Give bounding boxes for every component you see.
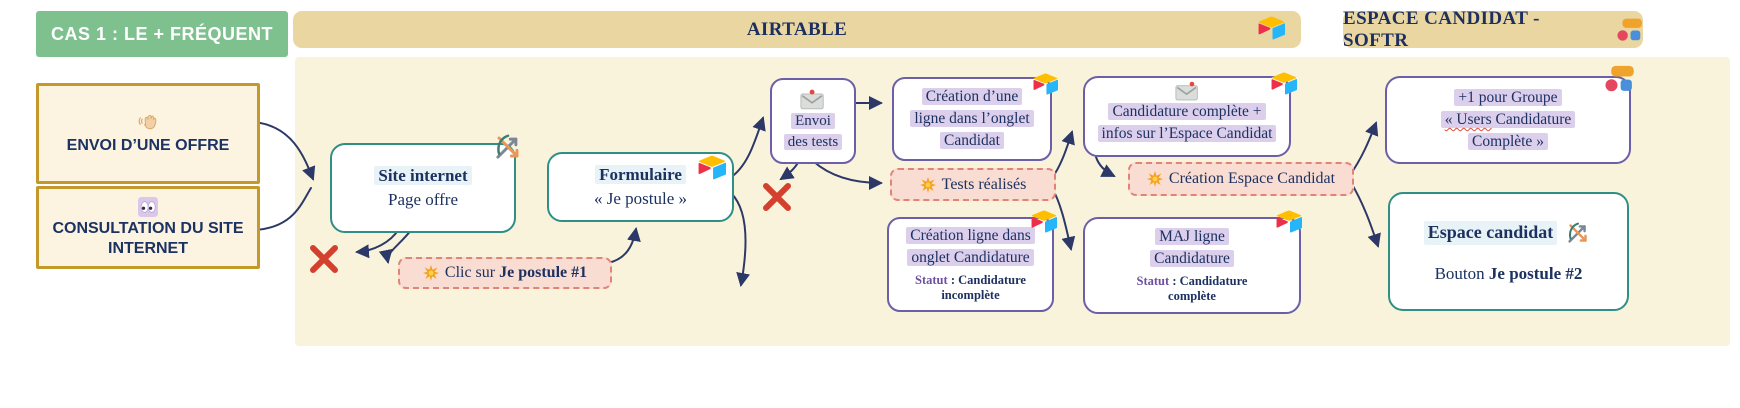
softr-logo bbox=[1605, 64, 1635, 99]
node-label-line: Candidature bbox=[1150, 250, 1234, 268]
burst-icon bbox=[1146, 171, 1163, 187]
node-label-line: des tests bbox=[783, 134, 843, 150]
node-espace-candidat[interactable]: Espace candidat Bouton Je postule #2 bbox=[1388, 192, 1629, 311]
mail-icon bbox=[1174, 81, 1200, 101]
node-candidature-complete[interactable]: Candidature complète + infos sur l’Espac… bbox=[1083, 72, 1298, 157]
mail-icon bbox=[800, 89, 826, 110]
airtable-lane-header[interactable]: AIRTABLE bbox=[293, 11, 1301, 48]
node-label-line: Candidat bbox=[940, 132, 1004, 150]
node-creation-ligne-candidat[interactable]: Création d’une ligne dans l’onglet Candi… bbox=[892, 73, 1059, 161]
node-label-line: ligne dans l’onglet bbox=[910, 109, 1034, 127]
waving-hand-icon bbox=[137, 111, 160, 134]
node-label-line: « Users Candidature bbox=[1440, 110, 1576, 128]
node-title: Espace candidat bbox=[1423, 221, 1558, 245]
source-label: CONSULTATION DU SITE INTERNET bbox=[52, 219, 244, 257]
node-label-line: onglet Candidature bbox=[907, 249, 1034, 267]
source-consultation-site[interactable]: CONSULTATION DU SITE INTERNET bbox=[36, 186, 260, 269]
node-label-line: infos sur l’Espace Candidat bbox=[1097, 125, 1277, 143]
case-badge-label: CAS 1 : LE + FRÉQUENT bbox=[50, 23, 274, 44]
node-plus-un-groupe[interactable]: +1 pour Groupe « Users Candidature Compl… bbox=[1385, 65, 1634, 164]
node-creation-ligne-candidature[interactable]: Création ligne dans onglet Candidature S… bbox=[887, 210, 1058, 312]
statut-line: Statut : Candidature incomplète bbox=[915, 272, 1026, 303]
node-maj-ligne-candidature[interactable]: MAJ ligne Candidature Statut : Candidatu… bbox=[1083, 210, 1303, 314]
action-label: Création Espace Candidat bbox=[1168, 170, 1336, 187]
node-label-line: Complète » bbox=[1468, 133, 1548, 151]
action-creation-espace-candidat[interactable]: Création Espace Candidat bbox=[1128, 162, 1354, 196]
burst-icon bbox=[919, 176, 936, 193]
node-title: Formulaire bbox=[595, 164, 686, 184]
node-label-line: Création ligne dans bbox=[906, 227, 1035, 245]
airtable-logo bbox=[1276, 210, 1303, 238]
node-title: Site internet bbox=[374, 165, 472, 185]
statut-line: Statut : Candidature complète bbox=[1136, 273, 1248, 304]
airtable-logo bbox=[1258, 16, 1286, 46]
node-label-line: Création d’une bbox=[921, 87, 1023, 105]
softr-lane-title: ESPACE CANDIDAT - SOFTR bbox=[1343, 7, 1540, 51]
action-tests-realises[interactable]: Tests réalisés bbox=[890, 168, 1056, 201]
node-formulaire[interactable]: Formulaire « Je postule » bbox=[547, 152, 734, 222]
node-site-internet[interactable]: Site internet Page offre bbox=[330, 134, 519, 233]
case-badge[interactable]: CAS 1 : LE + FRÉQUENT bbox=[36, 11, 288, 57]
node-label-line: Candidature complète + bbox=[1108, 103, 1266, 120]
node-label-line: Envoi bbox=[791, 112, 835, 129]
node-envoi-des-tests[interactable]: Envoi des tests bbox=[770, 78, 856, 164]
crossed-arrows-icon bbox=[1563, 218, 1593, 248]
airtable-logo bbox=[1033, 73, 1059, 100]
action-clic-je-postule-1[interactable]: Clic sur Je postule #1 bbox=[398, 257, 612, 289]
action-label: Clic sur Je postule #1 bbox=[444, 264, 588, 281]
softr-lane-header[interactable]: ESPACE CANDIDAT - SOFTR bbox=[1343, 8, 1643, 51]
node-label-line: +1 pour Groupe bbox=[1454, 88, 1562, 106]
node-subtitle: « Je postule » bbox=[593, 189, 688, 209]
action-label: Tests réalisés bbox=[941, 175, 1027, 193]
crossed-arrows-icon bbox=[490, 129, 526, 170]
source-label: ENVOI D’UNE OFFRE bbox=[66, 137, 230, 154]
node-label-line: MAJ ligne bbox=[1155, 228, 1229, 246]
airtable-logo bbox=[698, 155, 727, 185]
airtable-logo bbox=[1031, 210, 1058, 238]
softr-logo bbox=[1617, 17, 1643, 43]
airtable-lane-title: AIRTABLE bbox=[746, 18, 848, 40]
node-subtitle: Page offre bbox=[387, 190, 459, 210]
eyes-icon bbox=[138, 196, 158, 217]
node-button-label: Bouton Je postule #2 bbox=[1434, 263, 1583, 283]
source-envoi-offre[interactable]: ENVOI D’UNE OFFRE bbox=[36, 83, 260, 184]
airtable-logo bbox=[1271, 72, 1298, 100]
burst-icon bbox=[422, 265, 439, 281]
